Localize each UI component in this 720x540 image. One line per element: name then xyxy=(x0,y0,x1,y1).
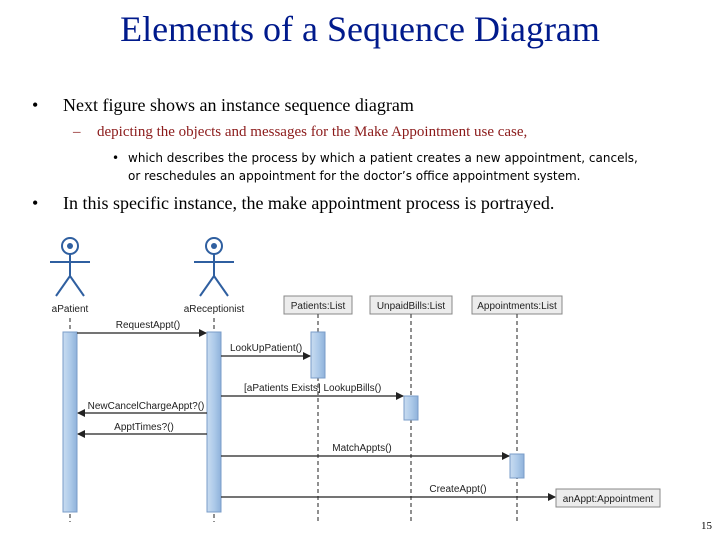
messages: RequestAppt() LookUpPatient() [aPatients… xyxy=(77,320,556,501)
page-number: 15 xyxy=(701,520,712,532)
message-label: LookUpPatient() xyxy=(230,343,302,354)
message-label: ApptTimes?() xyxy=(114,422,174,433)
message-label: NewCancelChargeAppt?() xyxy=(88,401,205,412)
object-patients-list: Patients:List xyxy=(283,295,353,315)
message-matchappts: MatchAppts() xyxy=(221,443,510,460)
object-appointments-list: Appointments:List xyxy=(471,295,563,315)
object-label: anAppt:Appointment xyxy=(563,494,654,505)
message-label: MatchAppts() xyxy=(332,443,391,454)
actor-areceptionist: aReceptionist xyxy=(184,237,245,315)
actor-apatient: aPatient xyxy=(50,237,90,315)
message-label: [aPatients Exists] LookupBills() xyxy=(244,383,381,394)
activation-patients-list xyxy=(310,331,326,379)
activation-appointments-list xyxy=(509,453,525,479)
bullet-text: In this specific instance, the make appo… xyxy=(63,193,555,213)
slide-title: Elements of a Sequence Diagram xyxy=(120,9,600,49)
stick-figure-icon xyxy=(50,237,90,297)
message-createappt: CreateAppt() xyxy=(221,484,556,501)
object-anappt-appointment: anAppt:Appointment xyxy=(555,488,661,508)
subbullet-marker: – xyxy=(73,124,81,140)
message-requestappt: RequestAppt() xyxy=(77,320,207,337)
message-appttimes: ApptTimes?() xyxy=(77,422,207,438)
subsubbullet-line-1: which describes the process by which a p… xyxy=(128,151,638,165)
subsubbullet-line-2: or reschedules an appointment for the do… xyxy=(128,169,581,183)
actor-label: aReceptionist xyxy=(184,304,245,315)
object-label: Appointments:List xyxy=(477,301,557,312)
object-label: Patients:List xyxy=(291,301,346,312)
object-unpaidbills-list: UnpaidBills:List xyxy=(369,295,453,315)
activations xyxy=(62,331,525,513)
bullet-marker: • xyxy=(32,193,39,213)
subbullet-text: depicting the objects and messages for t… xyxy=(97,124,528,140)
message-label: RequestAppt() xyxy=(116,320,180,331)
message-newcancelchargeappt: NewCancelChargeAppt?() xyxy=(77,401,207,417)
subsubbullet-marker: • xyxy=(112,151,120,165)
stick-figure-icon xyxy=(194,237,234,297)
bullet-marker: • xyxy=(32,95,39,115)
message-label: CreateAppt() xyxy=(429,484,486,495)
actor-label: aPatient xyxy=(52,304,89,315)
object-label: UnpaidBills:List xyxy=(377,301,446,312)
bullet-text: Next figure shows an instance sequence d… xyxy=(63,95,414,115)
activation-areceptionist xyxy=(206,331,222,513)
message-lookuppatient: LookUpPatient() xyxy=(221,343,311,360)
activation-unpaidbills-list xyxy=(403,395,419,421)
activation-apatient xyxy=(62,331,78,513)
message-lookupbills: [aPatients Exists] LookupBills() xyxy=(221,383,404,400)
